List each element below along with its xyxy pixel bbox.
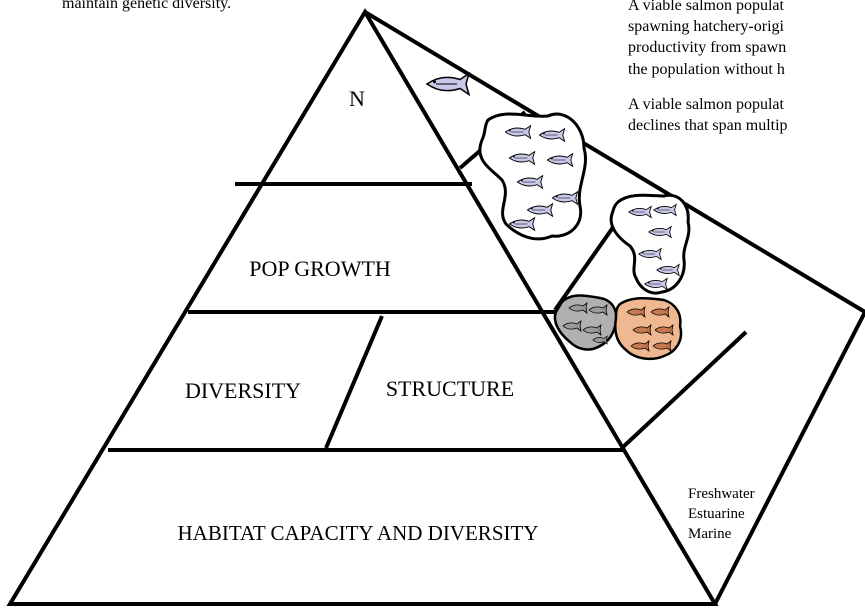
right-para-1-line-2: spawning hatchery-origi [628,18,784,35]
structure-label: STRUCTURE [386,376,514,401]
right-para-2-line-2: declines that span multip [628,117,788,134]
right-para-1-line-4: the population without h [628,61,785,78]
habitat-label: HABITAT CAPACITY AND DIVERSITY [178,521,539,545]
right-para-2-line-1: A viable salmon populat [628,96,784,113]
habitat-marine-label: Marine [688,526,732,542]
apex-label: N [349,86,365,111]
fish-school-orange-icon [614,297,683,361]
single-fish-icon [426,72,470,96]
fish-school-medium-icon [609,193,691,295]
habitat-estuarine-label: Estuarine [688,506,745,522]
pyramid-outline [6,8,719,606]
pop-growth-label: POP GROWTH [249,256,391,281]
fish-school-large-icon [478,112,587,241]
fish-school-gray-icon [553,294,618,351]
right-para-1-line-1: A viable salmon populat [628,0,784,14]
right-para-1-line-3: productivity from spawn [628,39,787,56]
top-left-caption: maintain genetic diversity. [62,0,232,12]
diversity-label: DIVERSITY [185,378,301,403]
habitat-freshwater-label: Freshwater [688,486,755,502]
